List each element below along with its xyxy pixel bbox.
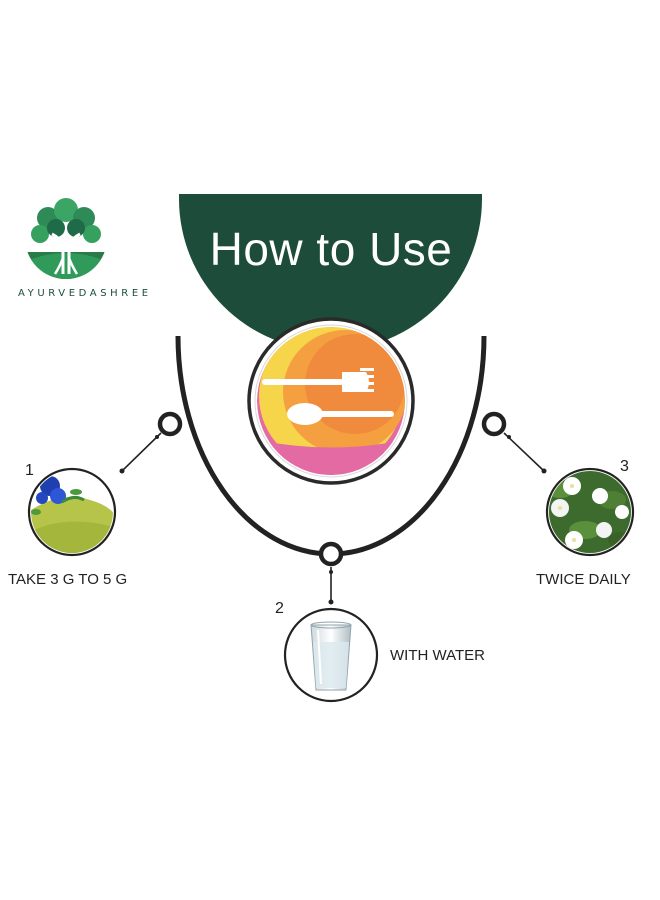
fork-and-spoon-icon <box>247 317 415 485</box>
header-banner <box>179 194 482 351</box>
timeline-node-3 <box>481 411 507 437</box>
connector-1 <box>121 432 162 472</box>
step-1-number: 1 <box>25 462 34 479</box>
step-3-label: TWICE DAILY <box>536 571 631 588</box>
brand-name: AYURVEDASHREE <box>18 288 152 299</box>
step-2-number: 2 <box>275 600 284 617</box>
page-title: How to Use <box>209 223 453 275</box>
timeline-node-2 <box>318 541 344 567</box>
timeline-node-1 <box>157 411 183 437</box>
tree-of-life-logo <box>25 197 107 279</box>
butterfly-pea-powder-image <box>27 467 117 557</box>
step-1-label: TAKE 3 G TO 5 G <box>8 571 128 588</box>
white-flowers-image <box>545 467 635 557</box>
connector-3 <box>503 432 545 472</box>
step-2-label: WITH WATER <box>390 647 485 664</box>
step-3-number: 3 <box>620 458 629 475</box>
glass-of-water-image <box>283 607 379 703</box>
